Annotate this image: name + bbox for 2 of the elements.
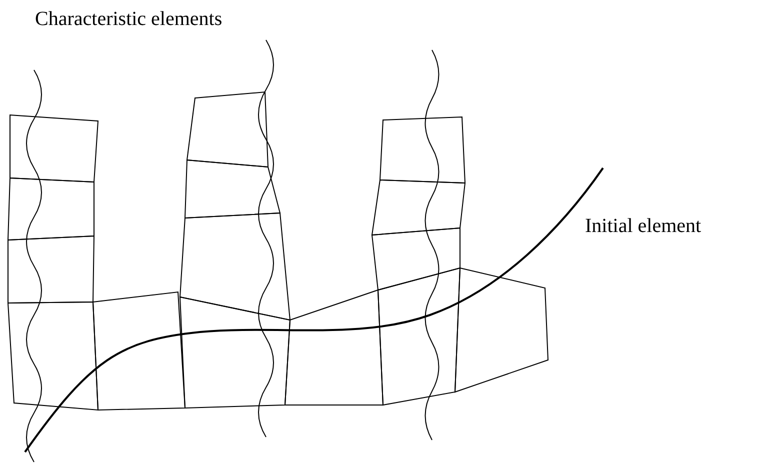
annotation-label: Characteristic elements — [35, 8, 222, 31]
annotation-label: Initial element — [585, 215, 702, 238]
